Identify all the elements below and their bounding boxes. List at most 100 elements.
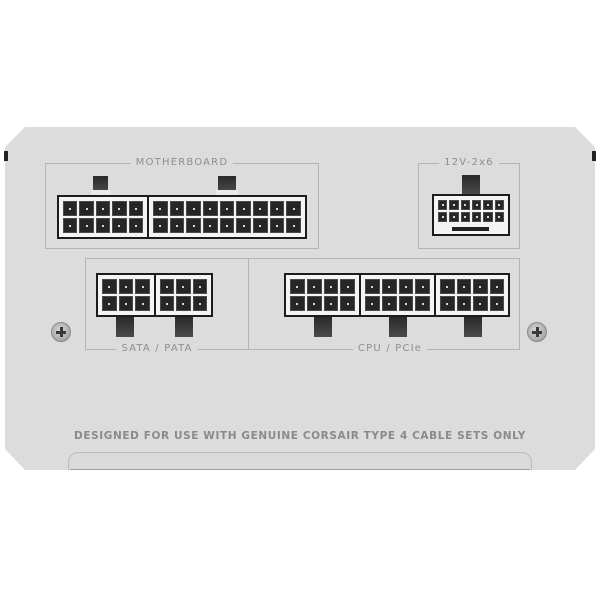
pin-hole xyxy=(415,279,430,294)
cable-compatibility-notice: DESIGNED FOR USE WITH GENUINE CORSAIR TY… xyxy=(74,430,526,442)
sata-latch-2 xyxy=(175,317,193,337)
motherboard-18pin-socket[interactable] xyxy=(147,195,307,239)
panel-notch-right xyxy=(592,151,596,161)
bottom-tab xyxy=(68,452,532,470)
pin-hole xyxy=(415,296,430,311)
pin-hole xyxy=(79,218,94,233)
pin-hole xyxy=(63,218,78,233)
pin-hole xyxy=(79,201,94,216)
12v-2x6-socket[interactable] xyxy=(432,194,510,236)
pin-hole xyxy=(236,201,251,216)
pin-hole xyxy=(398,296,414,311)
pin-hole xyxy=(494,200,504,210)
pin-hole xyxy=(473,296,488,311)
motherboard-label: MOTHERBOARD xyxy=(130,157,234,169)
pin-hole xyxy=(269,201,285,216)
pin-hole xyxy=(473,279,488,294)
pin-hole xyxy=(236,218,251,233)
motherboard-latch-2 xyxy=(218,176,236,192)
pin-hole xyxy=(365,279,380,294)
pin-hole xyxy=(456,296,471,311)
cpu-pcie-socket-2[interactable] xyxy=(359,273,436,317)
pin-hole xyxy=(176,296,191,311)
pin-hole xyxy=(494,212,504,222)
screw-right-icon xyxy=(527,322,547,342)
pin-hole xyxy=(460,212,470,222)
pin-hole xyxy=(186,218,201,233)
bottom-edge xyxy=(70,469,530,470)
12v-2x6-label: 12V-2x6 xyxy=(439,157,499,169)
sata-pata-socket-2[interactable] xyxy=(154,273,213,317)
pin-hole xyxy=(323,296,339,311)
pin-hole xyxy=(176,279,191,294)
screw-left-icon xyxy=(51,322,71,342)
pin-hole xyxy=(153,218,168,233)
cpu-pcie-label: CPU / PCIe xyxy=(352,343,428,355)
pin-hole xyxy=(63,201,78,216)
pin-hole xyxy=(489,296,504,311)
pin-hole xyxy=(128,218,143,233)
pin-hole xyxy=(340,296,355,311)
pin-hole xyxy=(192,296,207,311)
pin-hole xyxy=(186,201,201,216)
pin-hole xyxy=(128,201,143,216)
pin-hole xyxy=(112,201,127,216)
panel-notch-left xyxy=(4,151,8,161)
cpu-pcie-socket-3[interactable] xyxy=(434,273,510,317)
sata-pata-socket-1[interactable] xyxy=(96,273,156,317)
pin-hole xyxy=(306,296,322,311)
pin-hole xyxy=(381,296,397,311)
pin-hole xyxy=(323,279,339,294)
latch-base xyxy=(216,190,238,196)
pin-hole xyxy=(489,279,504,294)
pin-hole xyxy=(286,201,301,216)
pin-hole xyxy=(440,296,455,311)
pin-hole xyxy=(269,218,285,233)
sata-pata-label: SATA / PATA xyxy=(116,343,198,355)
sata-latch-1 xyxy=(116,317,134,337)
latch-base xyxy=(91,190,110,196)
pin-hole xyxy=(290,279,305,294)
pin-hole xyxy=(169,218,185,233)
cpu-pcie-socket-1[interactable] xyxy=(284,273,361,317)
pin-hole xyxy=(449,200,459,210)
pin-hole xyxy=(381,279,397,294)
pin-hole xyxy=(253,201,268,216)
12v-latch xyxy=(462,175,480,195)
pin-hole xyxy=(102,296,117,311)
cpu-latch-3 xyxy=(464,317,482,337)
pin-hole xyxy=(203,201,218,216)
pin-hole xyxy=(440,279,455,294)
pin-hole xyxy=(456,279,471,294)
pin-hole xyxy=(169,201,185,216)
pin-hole xyxy=(460,200,470,210)
pin-hole xyxy=(449,212,459,222)
pin-hole xyxy=(398,279,414,294)
pin-hole xyxy=(306,279,322,294)
cpu-latch-1 xyxy=(314,317,332,337)
pin-hole xyxy=(118,296,134,311)
pin-hole xyxy=(438,212,448,222)
pin-hole xyxy=(483,212,493,222)
pin-hole xyxy=(112,218,127,233)
motherboard-10pin-socket[interactable] xyxy=(57,195,149,239)
pin-hole xyxy=(290,296,305,311)
pin-hole xyxy=(192,279,207,294)
pin-hole xyxy=(286,218,301,233)
motherboard-latch-1 xyxy=(93,176,108,192)
cpu-latch-2 xyxy=(389,317,407,337)
pin-hole xyxy=(135,296,150,311)
pin-hole xyxy=(340,279,355,294)
pin-hole xyxy=(118,279,134,294)
pin-hole xyxy=(438,200,448,210)
pin-hole xyxy=(483,200,493,210)
pin-hole xyxy=(135,279,150,294)
pin-hole xyxy=(153,201,168,216)
pin-hole xyxy=(253,218,268,233)
pin-hole xyxy=(219,201,235,216)
pin-hole xyxy=(203,218,218,233)
pin-hole xyxy=(95,218,111,233)
pin-hole xyxy=(219,218,235,233)
pin-hole xyxy=(365,296,380,311)
pin-hole xyxy=(471,200,482,210)
